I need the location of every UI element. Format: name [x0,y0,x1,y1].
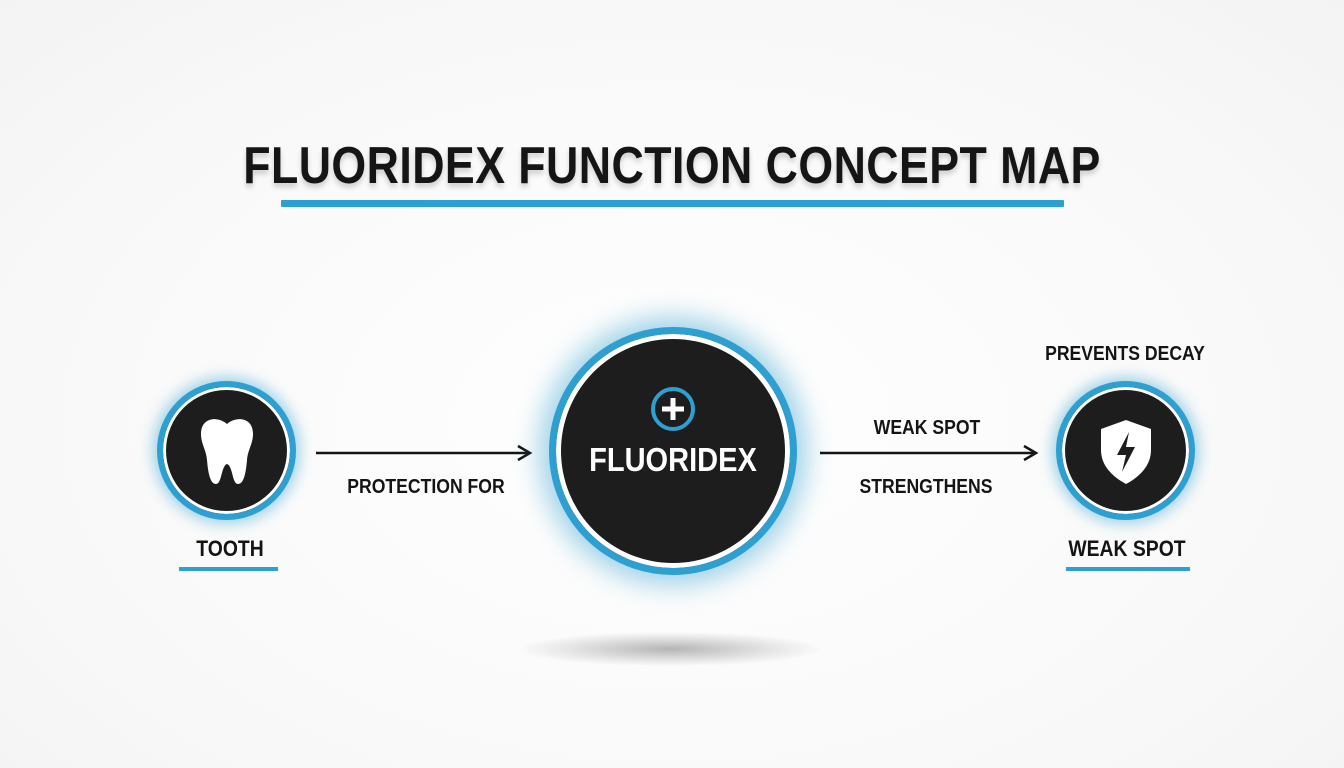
tooth-icon [201,419,253,484]
arrow-tooth-to-fluoridex [316,444,533,462]
edge-label-weak-spot: WEAK SPOT [873,417,981,439]
fluoridex-label: FLUORIDEX [589,441,757,478]
edge-label-protection-for: PROTECTION FOR [347,476,505,498]
weak-spot-label-underline [1066,567,1190,571]
edge-label-strengthens: STRENGTHENS [859,476,993,498]
tooth-node [157,381,296,520]
arrow-fluoridex-to-weak-spot [820,444,1039,462]
plus-circle-icon [651,387,695,431]
page-title: FLUORIDEX FUNCTION CONCEPT MAP [243,137,1101,195]
weak-spot-node [1056,381,1195,520]
shield-bolt-icon [1101,420,1151,484]
tooth-label-underline [179,567,278,571]
center-node-shadow [520,632,820,666]
title-underline [281,200,1064,207]
tooth-label: TOOTH [196,536,264,561]
weak-spot-label: WEAK SPOT [1068,536,1186,561]
weak-spot-top-label: PREVENTS DECAY [1045,343,1205,365]
fluoridex-node [549,327,797,575]
